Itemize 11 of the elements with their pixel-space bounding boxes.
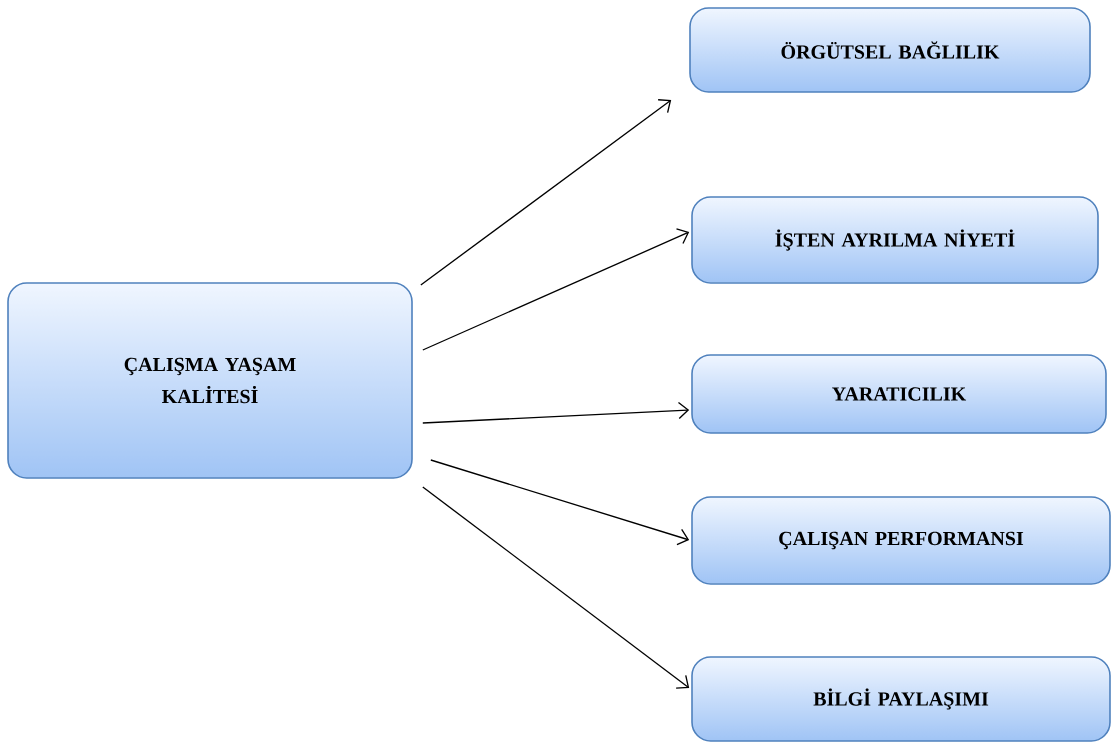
arrow — [422, 486, 690, 689]
arrow — [430, 459, 690, 546]
arrow — [422, 228, 690, 351]
concept-box: BİLGİ PAYLAŞIMI — [691, 656, 1111, 742]
concept-box: ÇALIŞMA YAŞAM KALİTESİ — [7, 282, 413, 479]
arrow — [422, 401, 690, 424]
concept-box: YARATICILIK — [691, 354, 1107, 434]
arrow — [420, 99, 672, 286]
concept-box: ÖRGÜTSEL BAĞLILIK — [689, 7, 1091, 93]
concept-box: İŞTEN AYRILMA NİYETİ — [691, 196, 1099, 284]
concept-box: ÇALIŞAN PERFORMANSI — [691, 496, 1111, 585]
